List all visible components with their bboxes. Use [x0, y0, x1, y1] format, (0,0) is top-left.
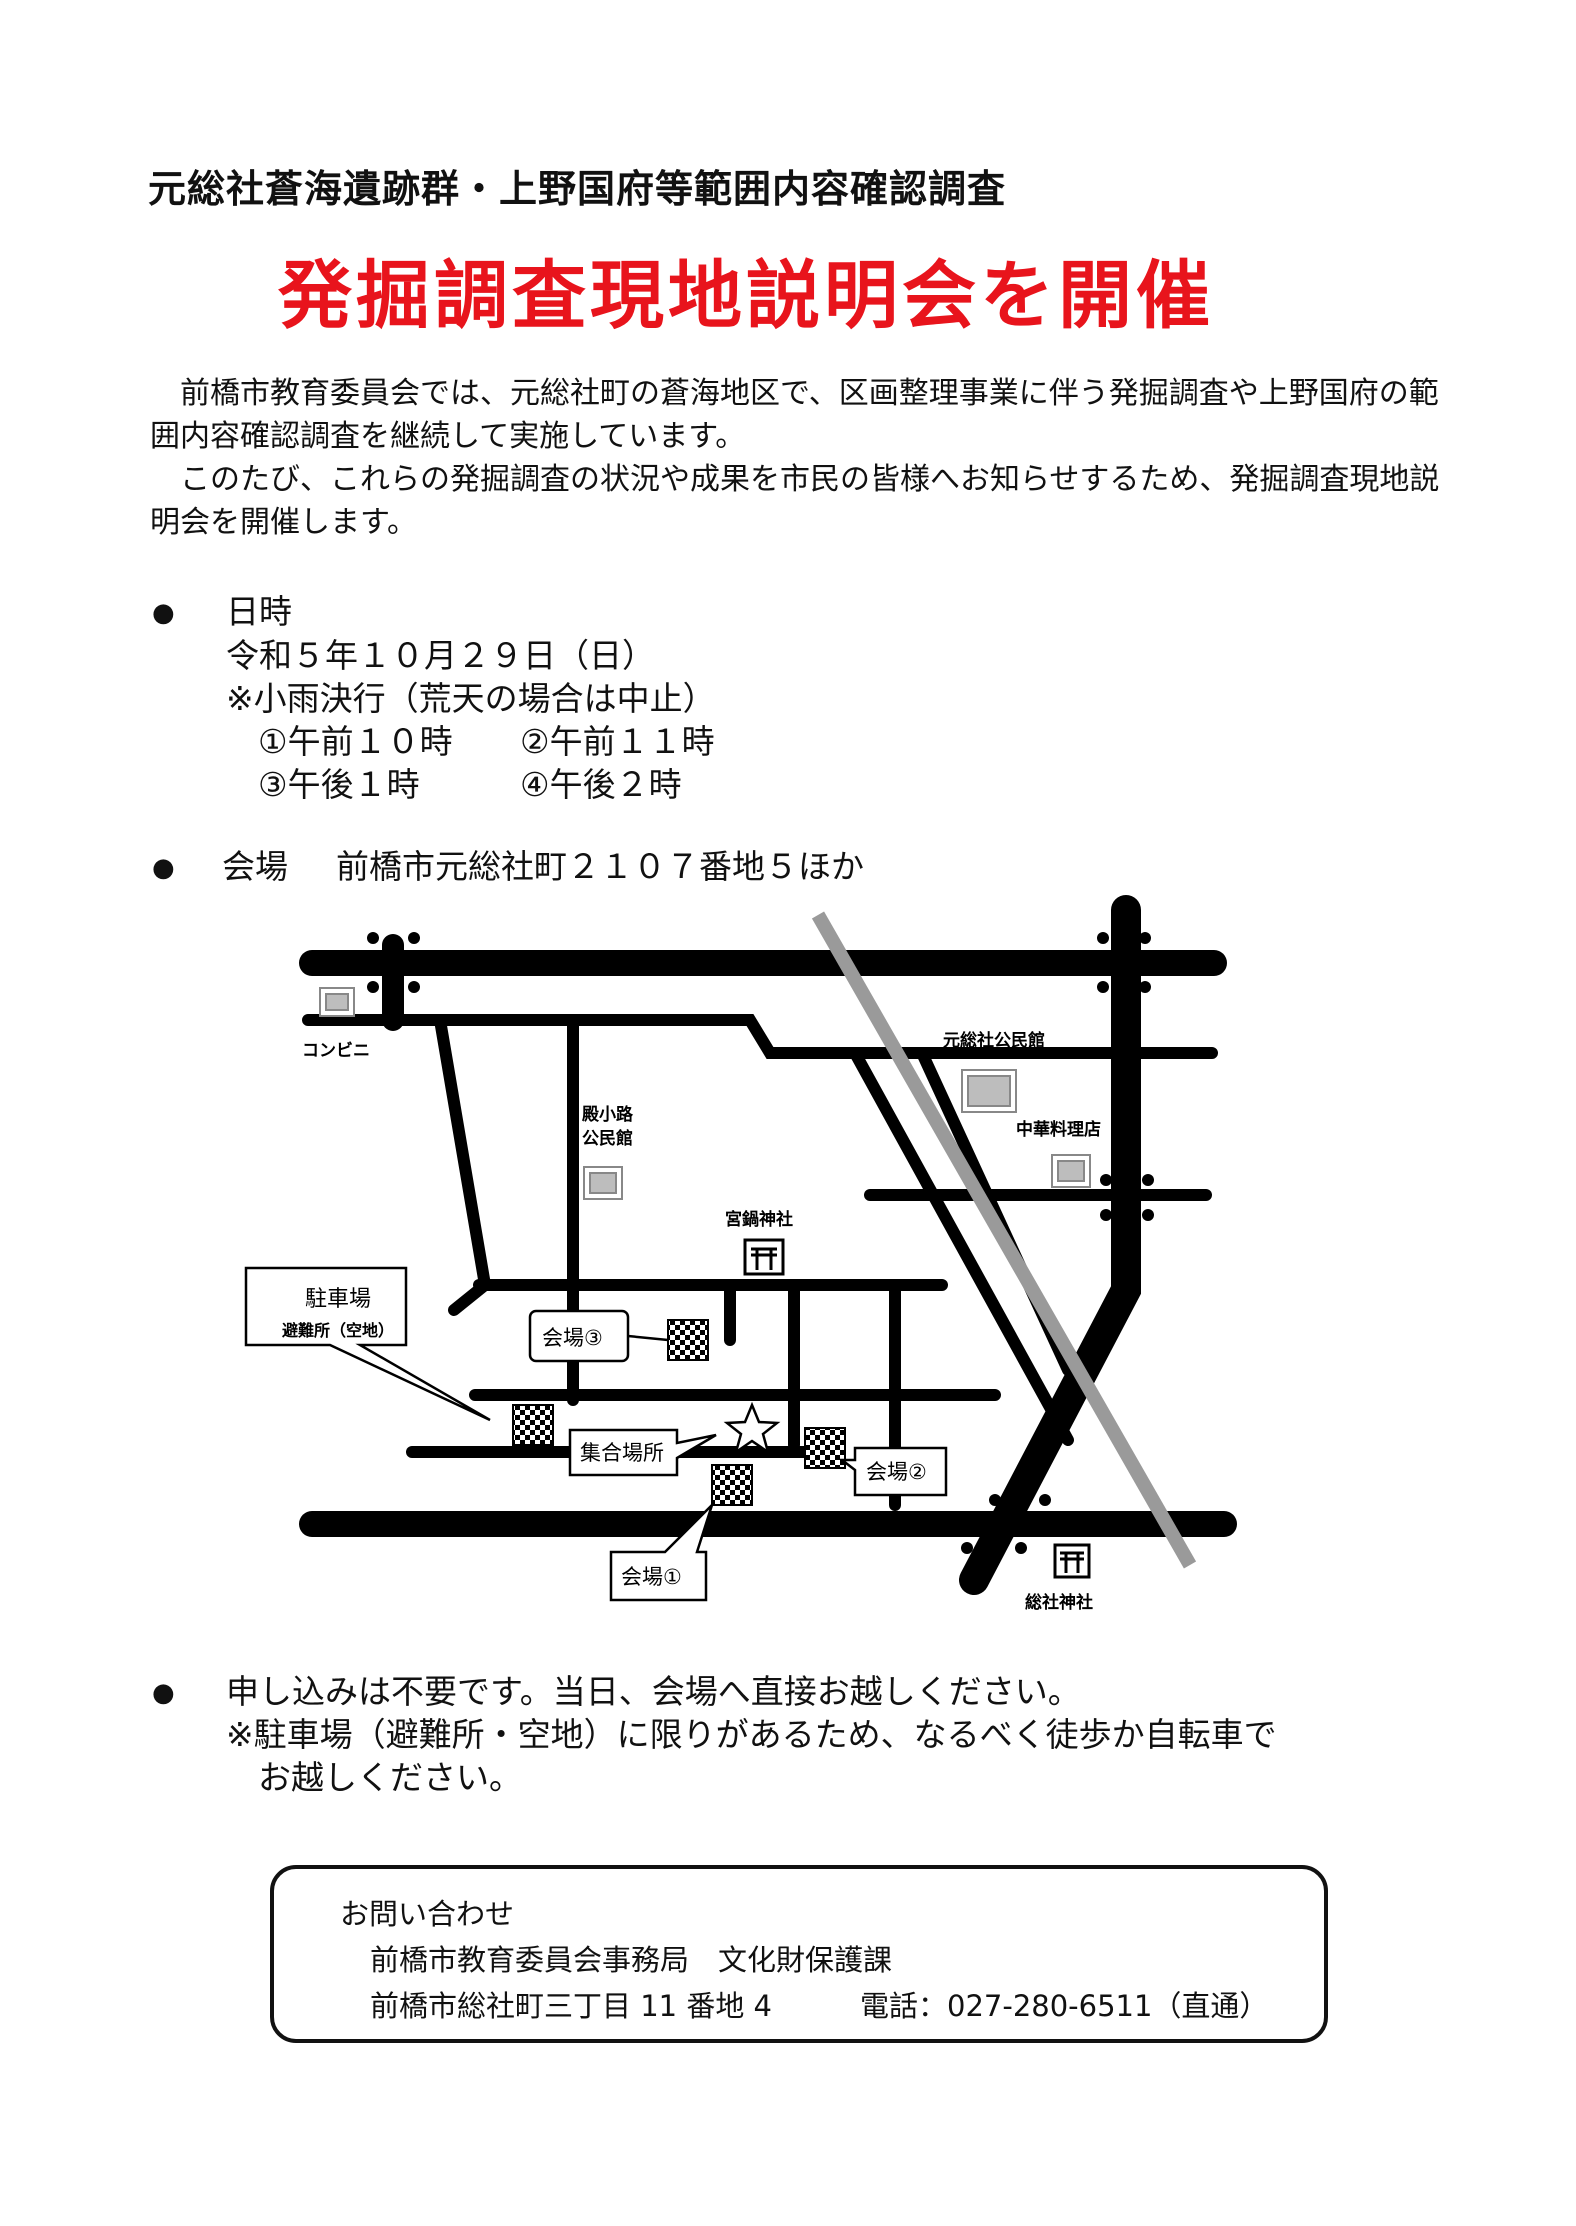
time-slot-2: ②午前１１時 [520, 722, 715, 761]
contact-box: お問い合わせ 前橋市教育委員会事務局 文化財保護課 前橋市総社町三丁目 11 番… [270, 1865, 1328, 2043]
road-main-trunk [959, 895, 1141, 1595]
bullet-icon: ● [152, 598, 175, 628]
venue-heading: 会場 [222, 847, 288, 886]
time-slot-4: ④午後２時 [520, 765, 682, 804]
intro-text: 前橋市教育委員会では、元総社町の蒼海地区で、区画整理事業に伴う発掘調査や上野国府… [150, 372, 1440, 544]
label-meeting-point: 集合場所 [580, 1441, 664, 1465]
time-slot-1: ①午前１０時 [258, 722, 453, 761]
venue2-callout [838, 1446, 948, 1497]
contact-heading: お問い合わせ [340, 1897, 515, 1931]
label-community-hall: 元総社公民館 [943, 1030, 1045, 1051]
label-tonokoji-hall-2: 公民館 [582, 1128, 633, 1149]
venue1-callout [609, 1504, 714, 1602]
contact-address: 前橋市総社町三丁目 11 番地 4 [370, 1989, 773, 2023]
contact-phone: 電話：027-280-6511（直通） [860, 1989, 1269, 2023]
intro-paragraph-1: 前橋市教育委員会では、元総社町の蒼海地区で、区画整理事業に伴う発掘調査や上野国府… [150, 376, 1439, 454]
time-slot-3: ③午後１時 [258, 765, 420, 804]
building-icon [1057, 1160, 1085, 1182]
weather-note: ※小雨決行（荒天の場合は中止） [226, 679, 716, 718]
datetime-heading: 日時 [226, 592, 292, 631]
label-parking-1: 駐車場 [305, 1287, 371, 1312]
application-note: 申し込みは不要です。当日、会場へ直接お越しください。 [226, 1672, 1081, 1711]
road-diagonal-1 [849, 1047, 1074, 1446]
label-venue3: 会場③ [542, 1326, 603, 1350]
label-tonokoji-hall-1: 殿小路 [581, 1104, 634, 1125]
railway [811, 911, 1197, 1569]
building-icon [325, 993, 349, 1011]
label-parking-2: 避難所（空地） [282, 1321, 394, 1340]
label-shrine-sousha: 総社神社 [1025, 1592, 1093, 1613]
label-shrine-minakata: 宮鍋神社 [725, 1209, 793, 1230]
road-kinked [302, 1014, 1218, 1059]
road-diagonal-west [434, 1014, 491, 1291]
venue-address: 前橋市元総社町２１０７番地５ほか [336, 847, 864, 886]
label-venue2: 会場② [866, 1460, 927, 1484]
meeting-point-callout [568, 1428, 717, 1477]
checkered-venue-icon [804, 1427, 846, 1469]
bullet-icon: ● [152, 1678, 175, 1708]
checkered-venue-icon [512, 1404, 554, 1446]
building-icon [589, 1172, 617, 1194]
parking-note: ※駐車場（避難所・空地）に限りがあるため、なるべく徒歩か自転車で [226, 1715, 1277, 1754]
building-icon [967, 1075, 1011, 1107]
label-convenience: コンビニ [302, 1041, 370, 1061]
contact-office: 前橋市教育委員会事務局 文化財保護課 [370, 1943, 893, 1977]
parking-callout [244, 1266, 491, 1422]
parking-note-continued: お越しください。 [258, 1758, 522, 1797]
bullet-icon: ● [152, 853, 175, 883]
checkered-venue-icon [711, 1464, 753, 1506]
torii-icon [743, 1238, 785, 1276]
torii-icon [1053, 1543, 1091, 1579]
label-venue1: 会場① [621, 1565, 682, 1589]
intro-paragraph-2: このたび、これらの発掘調査の状況や成果を市民の皆様へお知らせするため、発掘調査現… [150, 462, 1440, 540]
page-title: 発掘調査現地説明会を開催 [278, 253, 1214, 339]
signal-dots [367, 932, 1154, 1554]
checkered-venue-icon [667, 1319, 709, 1361]
event-date: 令和５年１０月２９日（日） [226, 636, 655, 675]
subtitle: 元総社蒼海遺跡群・上野国府等範囲内容確認調査 [148, 167, 1007, 211]
label-chinese-restaurant: 中華料理店 [1016, 1119, 1101, 1140]
star-icon [723, 1401, 781, 1455]
